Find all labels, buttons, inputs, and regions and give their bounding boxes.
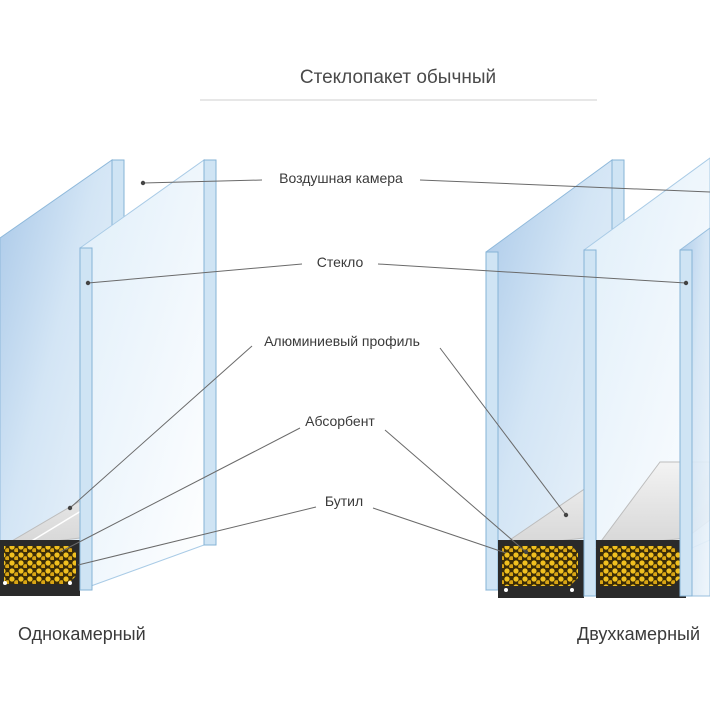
absorbent-granules-2 [600, 546, 680, 586]
profile-hole [3, 581, 7, 585]
leader-lines [59, 179, 710, 566]
label-aluminum-profile: Алюминиевый профиль [264, 333, 420, 349]
absorbent-granules-1 [502, 546, 578, 586]
absorbent-granules [4, 546, 76, 584]
label-air-chamber: Воздушная камера [279, 170, 403, 186]
single-chamber-unit [0, 159, 217, 596]
glass-pane-1-edge [485, 251, 499, 591]
glass-pane-2-edge [583, 249, 597, 597]
glass-pane-front-edge [79, 247, 93, 591]
profile-hole [570, 588, 574, 592]
glass-pane-front-side [203, 159, 217, 546]
label-butyl: Бутил [325, 493, 363, 509]
double-chamber-unit [485, 157, 710, 598]
page-title: Стеклопакет обычный [300, 67, 496, 88]
caption-single-chamber: Однокамерный [18, 624, 146, 644]
label-glass: Стекло [317, 254, 364, 270]
label-absorbent: Абсорбент [305, 413, 375, 429]
caption-double-chamber: Двухкамерный [577, 624, 700, 644]
profile-hole [504, 588, 508, 592]
glass-pane-3-edge [679, 249, 693, 597]
profile-hole [68, 581, 72, 585]
